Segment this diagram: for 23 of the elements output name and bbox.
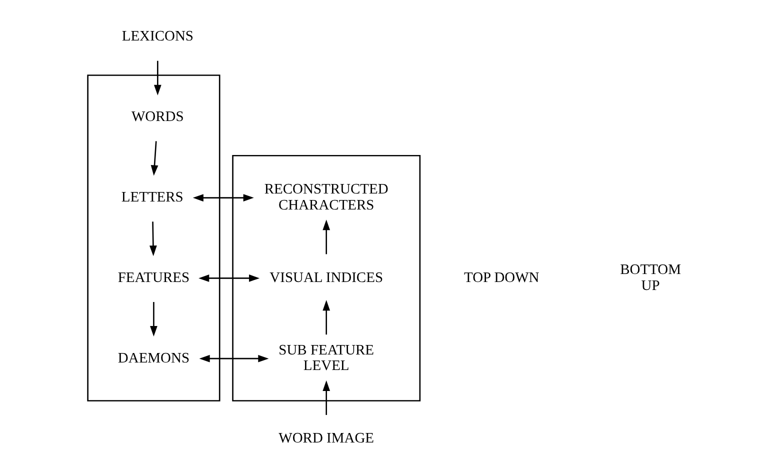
arrow <box>150 141 158 176</box>
label: TOP DOWN <box>464 270 540 286</box>
node-text: WORDS <box>132 109 184 126</box>
node-text: LEXICONS <box>122 28 194 45</box>
arrow <box>150 302 158 337</box>
arrow <box>149 222 157 256</box>
arrow <box>322 220 330 254</box>
cluster <box>87 74 220 402</box>
arrow <box>198 274 260 282</box>
arrow <box>322 380 330 415</box>
arrow <box>199 354 269 362</box>
arrow <box>192 194 254 202</box>
arrow <box>322 300 330 335</box>
node-text: FEATURES <box>118 270 190 286</box>
node-text: SUB FEATURE LEVEL <box>278 342 374 374</box>
node-text: VISUAL INDICES <box>270 270 384 286</box>
node-text: LETTERS <box>121 189 184 206</box>
node-text: DAEMONS <box>118 350 190 366</box>
arrow <box>154 60 162 96</box>
node-text: RECONSTRUCTED CHARACTERS <box>264 182 388 214</box>
label: BOTTOM UP <box>620 262 682 294</box>
node-text: WORD IMAGE <box>278 430 374 447</box>
cluster <box>232 154 421 402</box>
